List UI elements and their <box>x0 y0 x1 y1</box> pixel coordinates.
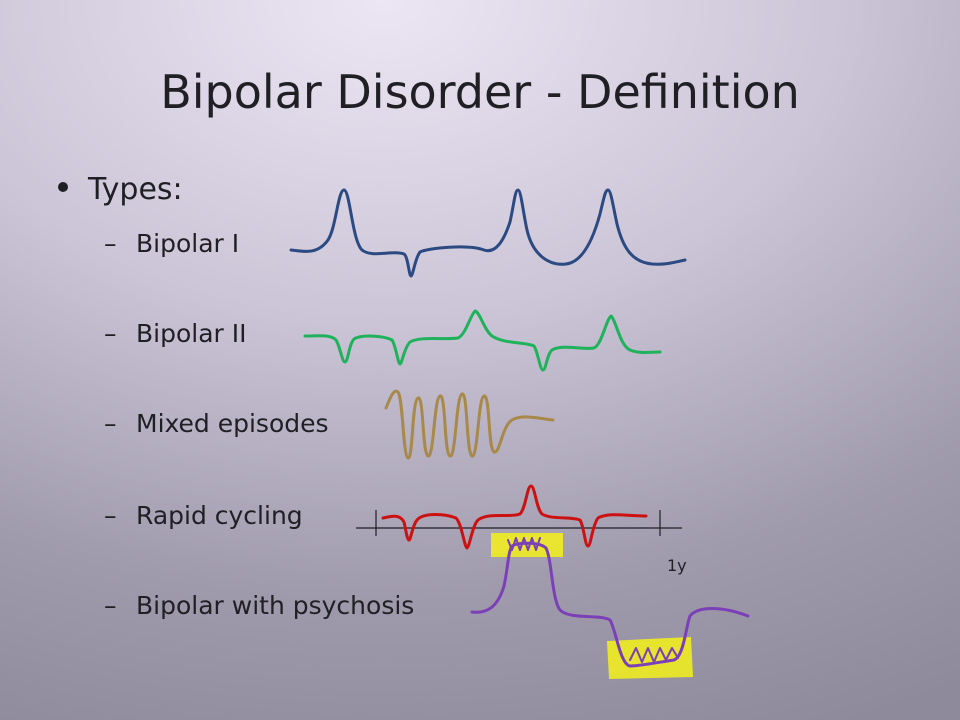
mixed-episodes-curve <box>384 389 555 460</box>
type-item-rapid-cycling: –Rapid cycling <box>104 500 303 532</box>
timeline-axis-label: 1y <box>667 556 687 575</box>
type-label: Rapid cycling <box>136 501 303 530</box>
type-label: Mixed episodes <box>136 409 329 438</box>
type-item-bipolar-1: –Bipolar I <box>104 228 239 260</box>
type-label: Bipolar II <box>136 319 247 348</box>
dash-icon: – <box>104 501 117 530</box>
bipolar-2-curve <box>303 309 662 372</box>
dash-icon: – <box>104 409 117 438</box>
type-label: Bipolar with psychosis <box>136 591 415 620</box>
type-label: Bipolar I <box>136 229 240 258</box>
rapid-cycling-curve <box>381 484 648 550</box>
type-item-bipolar-with-psychosis: –Bipolar with psychosis <box>104 590 414 622</box>
dash-icon: – <box>104 319 117 348</box>
bipolar-with-psychosis-curve <box>470 541 750 668</box>
dash-icon: – <box>104 591 117 620</box>
slide-title: Bipolar Disorder - Definition <box>160 65 800 119</box>
type-item-bipolar-2: –Bipolar II <box>104 318 247 350</box>
type-item-mixed-episodes: –Mixed episodes <box>104 408 329 440</box>
highlight-mark-lower <box>606 636 694 680</box>
bullet-dot-icon <box>58 181 68 192</box>
types-label: Types: <box>88 172 183 207</box>
types-bullet: Types: <box>58 172 183 207</box>
dash-icon: – <box>104 229 117 258</box>
psychosis-zigzag-lower <box>629 647 679 663</box>
bipolar-1-curve <box>289 188 687 278</box>
